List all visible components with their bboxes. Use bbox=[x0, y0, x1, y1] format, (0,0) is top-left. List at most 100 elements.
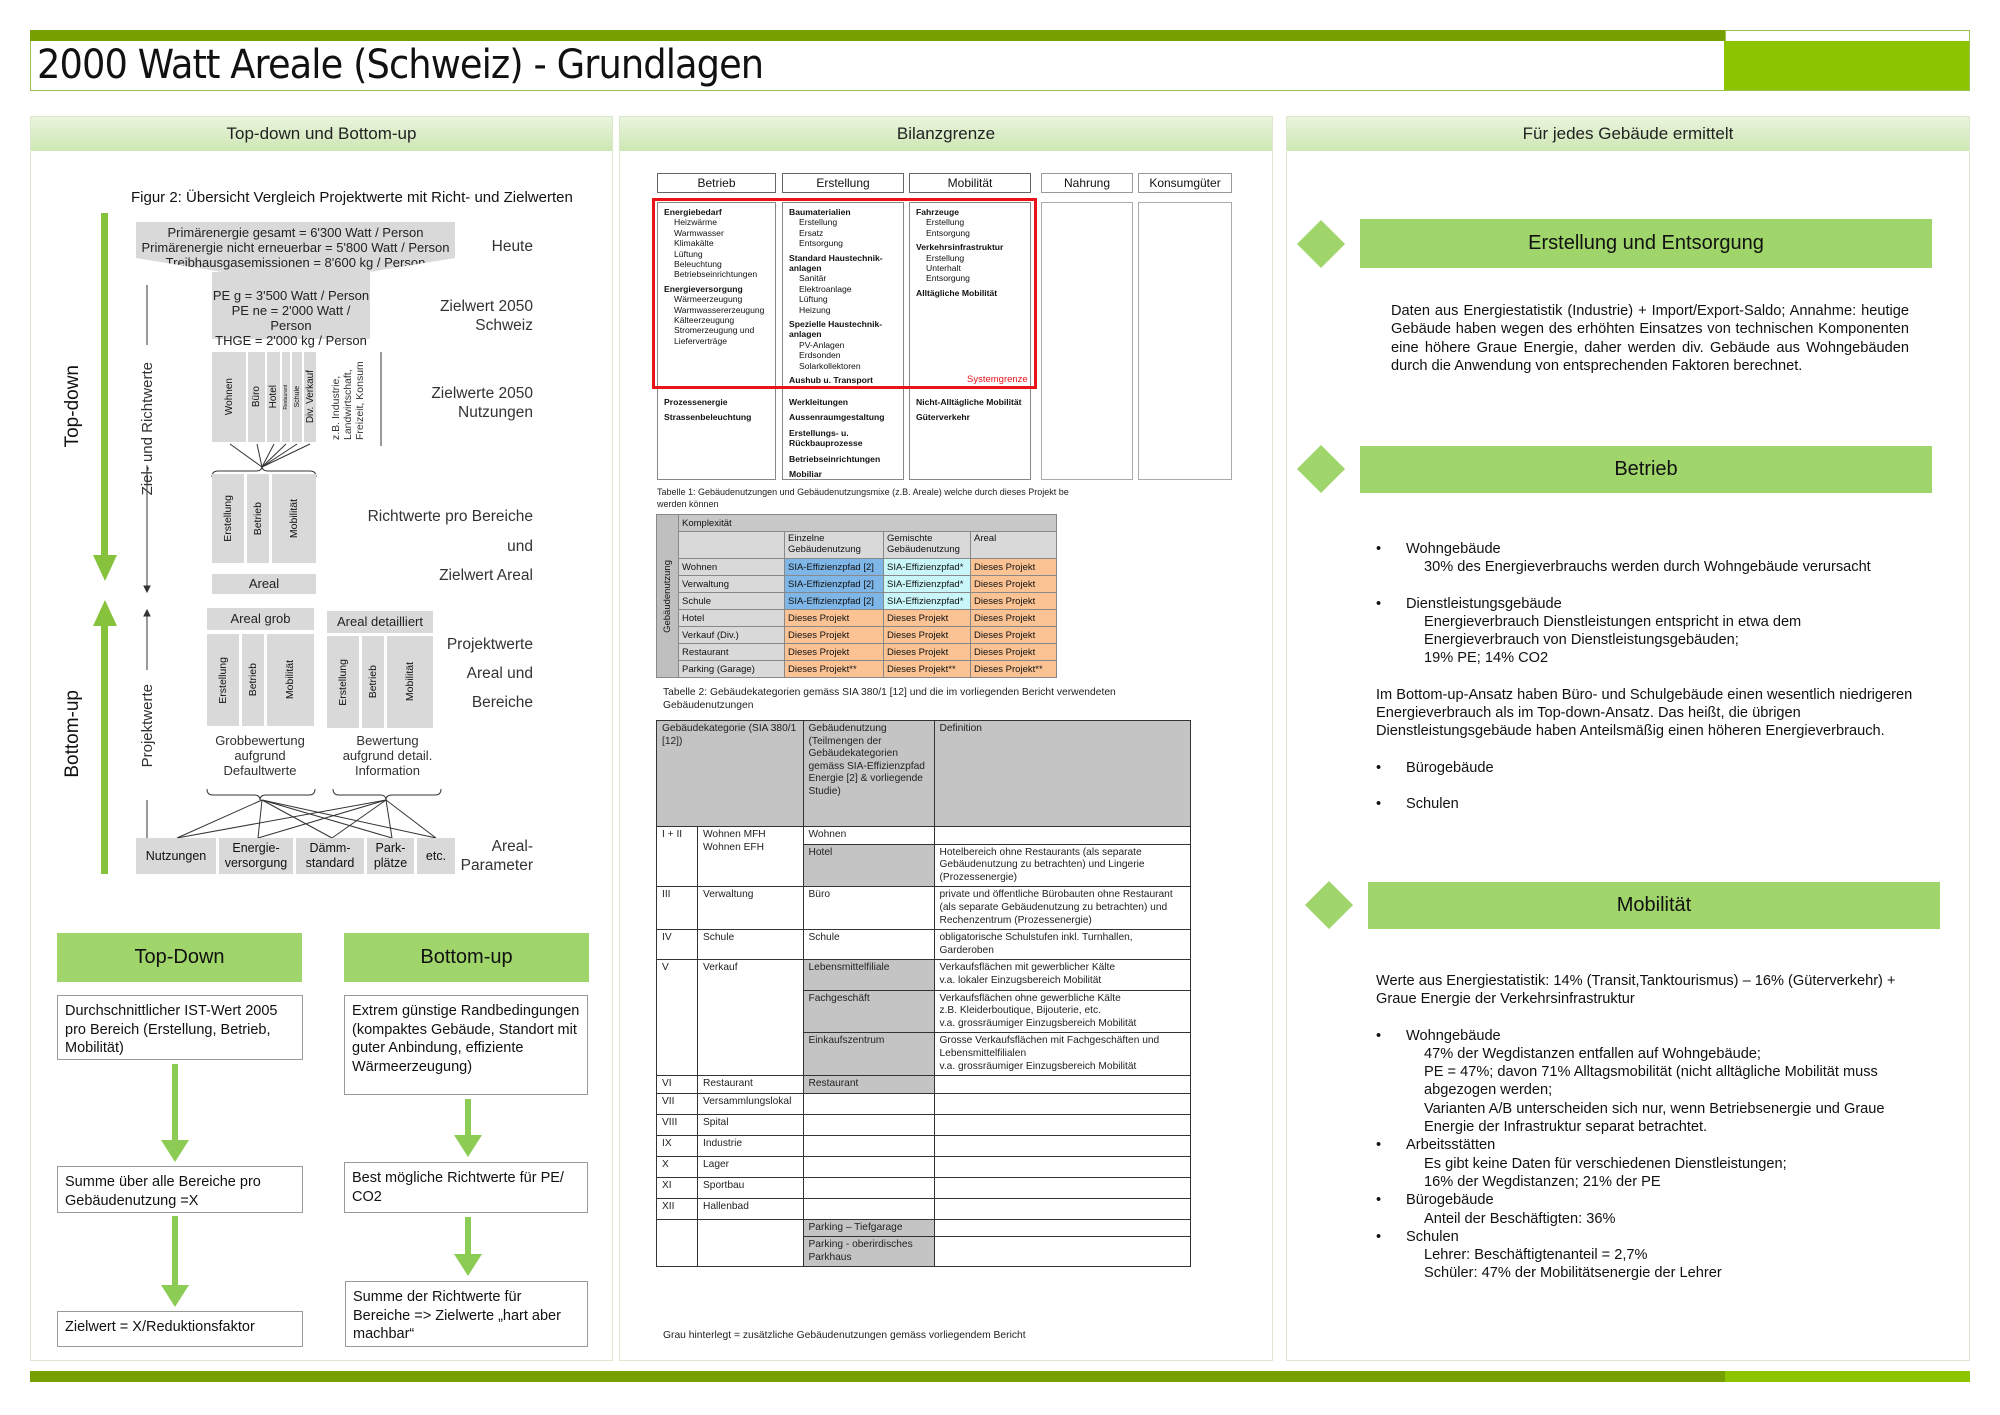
row-label: Verwaltung bbox=[678, 575, 785, 593]
category-number bbox=[656, 1218, 698, 1268]
bottom-up-step: Best mögliche Richtwerte für PE/ CO2 bbox=[344, 1162, 588, 1213]
bullet-line: 30% des Energieverbrauchs werden durch W… bbox=[1424, 559, 1871, 576]
bullet-line: Anteil der Beschäftigten: 36% bbox=[1424, 1210, 1616, 1227]
category-name: Lager bbox=[697, 1155, 804, 1178]
table-cell: Dieses Projekt bbox=[883, 643, 971, 661]
item-heading: Spezielle Haustechnik-anlagen bbox=[789, 319, 883, 340]
bullet-item: Bürogebäude bbox=[1376, 759, 1936, 778]
arrow-down-icon bbox=[161, 1140, 189, 1162]
table1-header: Erstellung bbox=[782, 173, 904, 193]
table-cell: Dieses Projekt bbox=[883, 609, 971, 627]
table1-caption: Tabelle 1: Gebäudenutzungen und Gebäuden… bbox=[657, 487, 1069, 509]
bereich-label: Mobilität bbox=[403, 662, 416, 702]
arrow-down-icon bbox=[172, 1216, 178, 1288]
label-line: Zielwert 2050 bbox=[439, 298, 533, 315]
column-header: Definition bbox=[933, 720, 1191, 827]
category-number: X bbox=[656, 1155, 698, 1178]
definition bbox=[933, 1218, 1191, 1238]
item-sub: Lüftung bbox=[674, 248, 703, 259]
heute-line: Primärenergie nicht erneuerbar = 5'800 W… bbox=[141, 240, 450, 255]
heute-line: Treibhausgasemissionen = 8'600 kg / Pers… bbox=[165, 255, 426, 270]
areal-detailliert-bereiche: Erstellung Betrieb Mobilität bbox=[327, 636, 433, 728]
arrow-down-icon bbox=[161, 1285, 189, 1307]
bullet-line: Varianten A/B unterscheiden sich nur, we… bbox=[1424, 1100, 1885, 1136]
arrow-down-icon bbox=[465, 1099, 471, 1137]
row-label: Verkauf (Div.) bbox=[678, 626, 785, 644]
bullet-title: Bürogebäude bbox=[1406, 1192, 1494, 1209]
bereich-label: Betrieb bbox=[251, 501, 264, 536]
item-sub: Wärmeerzeugung bbox=[674, 294, 743, 305]
param-box: Nutzungen bbox=[136, 838, 219, 874]
table-cell: Dieses Projekt bbox=[784, 609, 884, 627]
building-use: Parking – Tiefgarage bbox=[802, 1218, 935, 1238]
title-accent-block bbox=[1724, 41, 1969, 90]
category-name: Versammlungslokal bbox=[697, 1092, 804, 1115]
bottom-up-header: Bottom-up bbox=[344, 933, 589, 982]
note-line: Bewertung bbox=[356, 733, 419, 748]
table-cell: SIA-Effizienzpfad* bbox=[883, 575, 971, 593]
item-sub: Lieferverträge bbox=[674, 335, 728, 346]
definition: Verkaufsflächen mit gewerblicher Kälte v… bbox=[933, 959, 1191, 991]
top-down-step: Summe über alle Bereiche pro Gebäudenutz… bbox=[57, 1166, 303, 1213]
table-cell: Dieses Projekt bbox=[970, 643, 1057, 661]
building-use bbox=[802, 1113, 935, 1136]
top-down-header: Top-Down bbox=[57, 933, 302, 982]
table-cell: SIA-Effizienzpfad [2] bbox=[784, 592, 884, 610]
bereiche-bars: Erstellung Betrieb Mobilität bbox=[212, 474, 316, 563]
row-label: Wohnen bbox=[678, 558, 785, 576]
category-name: Hallenbad bbox=[697, 1197, 804, 1220]
outside-item: Strassenbeleuchtung bbox=[664, 412, 752, 423]
building-use bbox=[802, 1134, 935, 1157]
category-number: I + II bbox=[656, 825, 698, 888]
bullet-title: Wohngebäude bbox=[1406, 1027, 1501, 1044]
panel-header: Für jedes Gebäude ermittelt bbox=[1287, 117, 1969, 151]
building-use bbox=[802, 1155, 935, 1178]
item-sub: PV-Anlagen bbox=[799, 339, 845, 350]
bottom-up-arrow-icon bbox=[93, 600, 117, 626]
item-sub: Warmwasser bbox=[674, 227, 724, 238]
row-label: Parking (Garage) bbox=[678, 660, 785, 678]
note-line: z.B. Industrie, bbox=[330, 375, 342, 440]
header-band-right bbox=[1725, 30, 1970, 41]
heute-label: Heute bbox=[491, 238, 533, 255]
other-uses-note: z.B. Industrie, Landwirtschaft, Freizeit… bbox=[330, 355, 366, 440]
table-row: Parking - oberirdisches Parkhaus bbox=[657, 1236, 1191, 1268]
label-line: Schweiz bbox=[475, 317, 533, 334]
footer-band bbox=[30, 1371, 1725, 1382]
definition: Grosse Verkaufsflächen mit Fachgeschäfte… bbox=[933, 1032, 1191, 1077]
table1-header: Konsumgüter bbox=[1138, 173, 1232, 193]
item-sub: Ersatz bbox=[799, 227, 824, 238]
item-sub: Klimakälte bbox=[674, 238, 714, 249]
label-line: Zielwerte 2050 bbox=[431, 385, 533, 402]
bullet-title: Arbeitsstätten bbox=[1406, 1137, 1496, 1154]
item-sub: Entsorgung bbox=[926, 273, 970, 284]
table-cell: SIA-Effizienzpfad [2] bbox=[784, 558, 884, 576]
table1-header: Nahrung bbox=[1041, 173, 1133, 193]
erstellung-text: Daten aus Energiestatistik (Industrie) +… bbox=[1391, 303, 1909, 374]
note-line: Freizeit, Konsum bbox=[354, 361, 366, 440]
table1-column-nahrung bbox=[1041, 202, 1133, 480]
areal-grob-box: Areal grob bbox=[207, 608, 314, 630]
column-group-header: Komplexität bbox=[678, 514, 1057, 532]
category-number: III bbox=[656, 886, 698, 931]
top-down-step: Durchschnittlicher IST-Wert 2005 pro Ber… bbox=[57, 995, 303, 1060]
panel-header: Top-down und Bottom-up bbox=[31, 117, 612, 151]
column-header: Gebäudekategorie (SIA 380/1 [12]) bbox=[656, 720, 804, 827]
building-use: Hotel bbox=[802, 843, 935, 888]
bereich-label: Erstellung bbox=[216, 656, 229, 704]
table-cell: SIA-Effizienzpfad* bbox=[883, 592, 971, 610]
bottom-up-step: Summe der Richtwerte für Bereiche => Zie… bbox=[345, 1281, 588, 1347]
table2-footnote: Grau hinterlegt = zusätzliche Gebäudenut… bbox=[663, 1330, 1026, 1341]
zielwert-2050-box: PE g = 3'500 Watt / Person PE ne = 2'000… bbox=[212, 272, 370, 348]
